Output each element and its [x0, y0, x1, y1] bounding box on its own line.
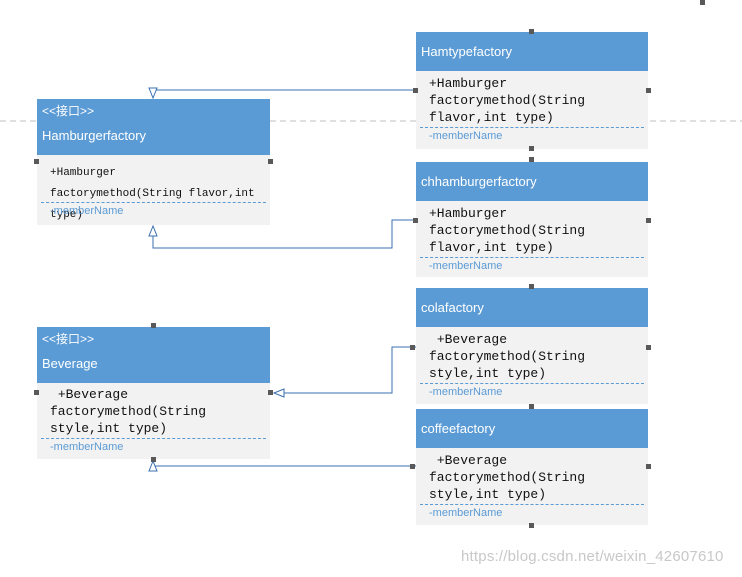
handle-colafactory-bottom[interactable] — [529, 404, 534, 409]
compartment-divider — [420, 257, 644, 258]
operation-text: +Hamburger factorymethod(String flavor,i… — [50, 167, 262, 221]
compartment-divider — [420, 383, 644, 384]
realization-arrow-hamtypefactory — [148, 87, 158, 100]
compartment-divider — [41, 438, 266, 439]
watermark-text: https://blog.csdn.net/weixin_42607610 — [461, 548, 724, 565]
class-name: coffeefactory — [421, 421, 496, 436]
class-coffeefactory[interactable]: coffeefactory +Beverage factorymethod(St… — [416, 409, 648, 525]
compartment-divider — [41, 202, 266, 203]
handle-hamburgerfactory-left[interactable] — [34, 159, 39, 164]
member-name: -memberName — [50, 205, 124, 217]
handle-hamburgerfactory-right[interactable] — [268, 159, 273, 164]
handle-hamtypefactory-top[interactable] — [529, 29, 534, 34]
realization-arrow-colafactory — [272, 388, 285, 398]
operation-text: +Hamburger factorymethod(String flavor,i… — [429, 206, 593, 255]
stereotype-label: <<接口>> — [42, 104, 95, 118]
handle-coffeefactory-right[interactable] — [646, 464, 651, 469]
connector-colafactory-beverage — [284, 346, 416, 394]
realization-arrow-coffeefactory — [148, 459, 158, 472]
member-name: -memberName — [429, 260, 503, 272]
member-name: -memberName — [429, 507, 503, 519]
class-chhamburgerfactory[interactable]: chhamburgerfactory +Hamburger factorymet… — [416, 162, 648, 277]
handle-hamtypefactory-right[interactable] — [646, 88, 651, 93]
class-colafactory[interactable]: colafactory +Beverage factorymethod(Stri… — [416, 288, 648, 404]
handle-chhamburgerfactory-left[interactable] — [413, 218, 418, 223]
handle-chhamburgerfactory-top[interactable] — [529, 157, 534, 162]
handle-hamtypefactory-bottom[interactable] — [529, 146, 534, 151]
operation-text: +Beverage factorymethod(String style,int… — [50, 387, 214, 436]
class-name: chhamburgerfactory — [421, 174, 537, 189]
handle-chhamburgerfactory-bottom[interactable] — [529, 284, 534, 289]
member-name: -memberName — [429, 386, 503, 398]
interface-name: Beverage — [42, 356, 98, 371]
compartment-divider — [420, 504, 644, 505]
handle-chhamburgerfactory-right[interactable] — [646, 218, 651, 223]
member-name: -memberName — [429, 130, 503, 142]
interface-beverage[interactable]: <<接口>> Beverage +Beverage factorymethod(… — [37, 327, 270, 459]
member-name: -memberName — [50, 441, 124, 453]
handle-beverage-bottom[interactable] — [151, 457, 156, 462]
operation-text: +Beverage factorymethod(String style,int… — [429, 332, 593, 381]
compartment-divider — [420, 127, 644, 128]
operation-text: +Hamburger factorymethod(String flavor,i… — [429, 76, 593, 125]
class-name: Hamtypefactory — [421, 44, 513, 59]
handle-beverage-left[interactable] — [34, 390, 39, 395]
handle-beverage-right[interactable] — [268, 390, 273, 395]
operation-text: +Beverage factorymethod(String style,int… — [429, 453, 593, 502]
connector-hamtypefactory-hamburgerfactory — [152, 89, 416, 97]
handle-beverage-top[interactable] — [151, 323, 156, 328]
class-hamtypefactory[interactable]: Hamtypefactory +Hamburger factorymethod(… — [416, 32, 648, 149]
handle-colafactory-right[interactable] — [646, 345, 651, 350]
handle-colafactory-left[interactable] — [410, 345, 415, 350]
stereotype-label: <<接口>> — [42, 332, 95, 346]
interface-hamburgerfactory[interactable]: <<接口>> Hamburgerfactory +Hamburger facto… — [37, 99, 270, 225]
handle-hamtypefactory-left[interactable] — [413, 88, 418, 93]
class-name: colafactory — [421, 300, 484, 315]
handle-page-corner[interactable] — [700, 0, 705, 5]
realization-arrow-chhamburgerfactory — [148, 224, 158, 237]
handle-coffeefactory-bottom[interactable] — [529, 523, 534, 528]
handle-coffeefactory-left[interactable] — [410, 464, 415, 469]
interface-name: Hamburgerfactory — [42, 128, 147, 143]
